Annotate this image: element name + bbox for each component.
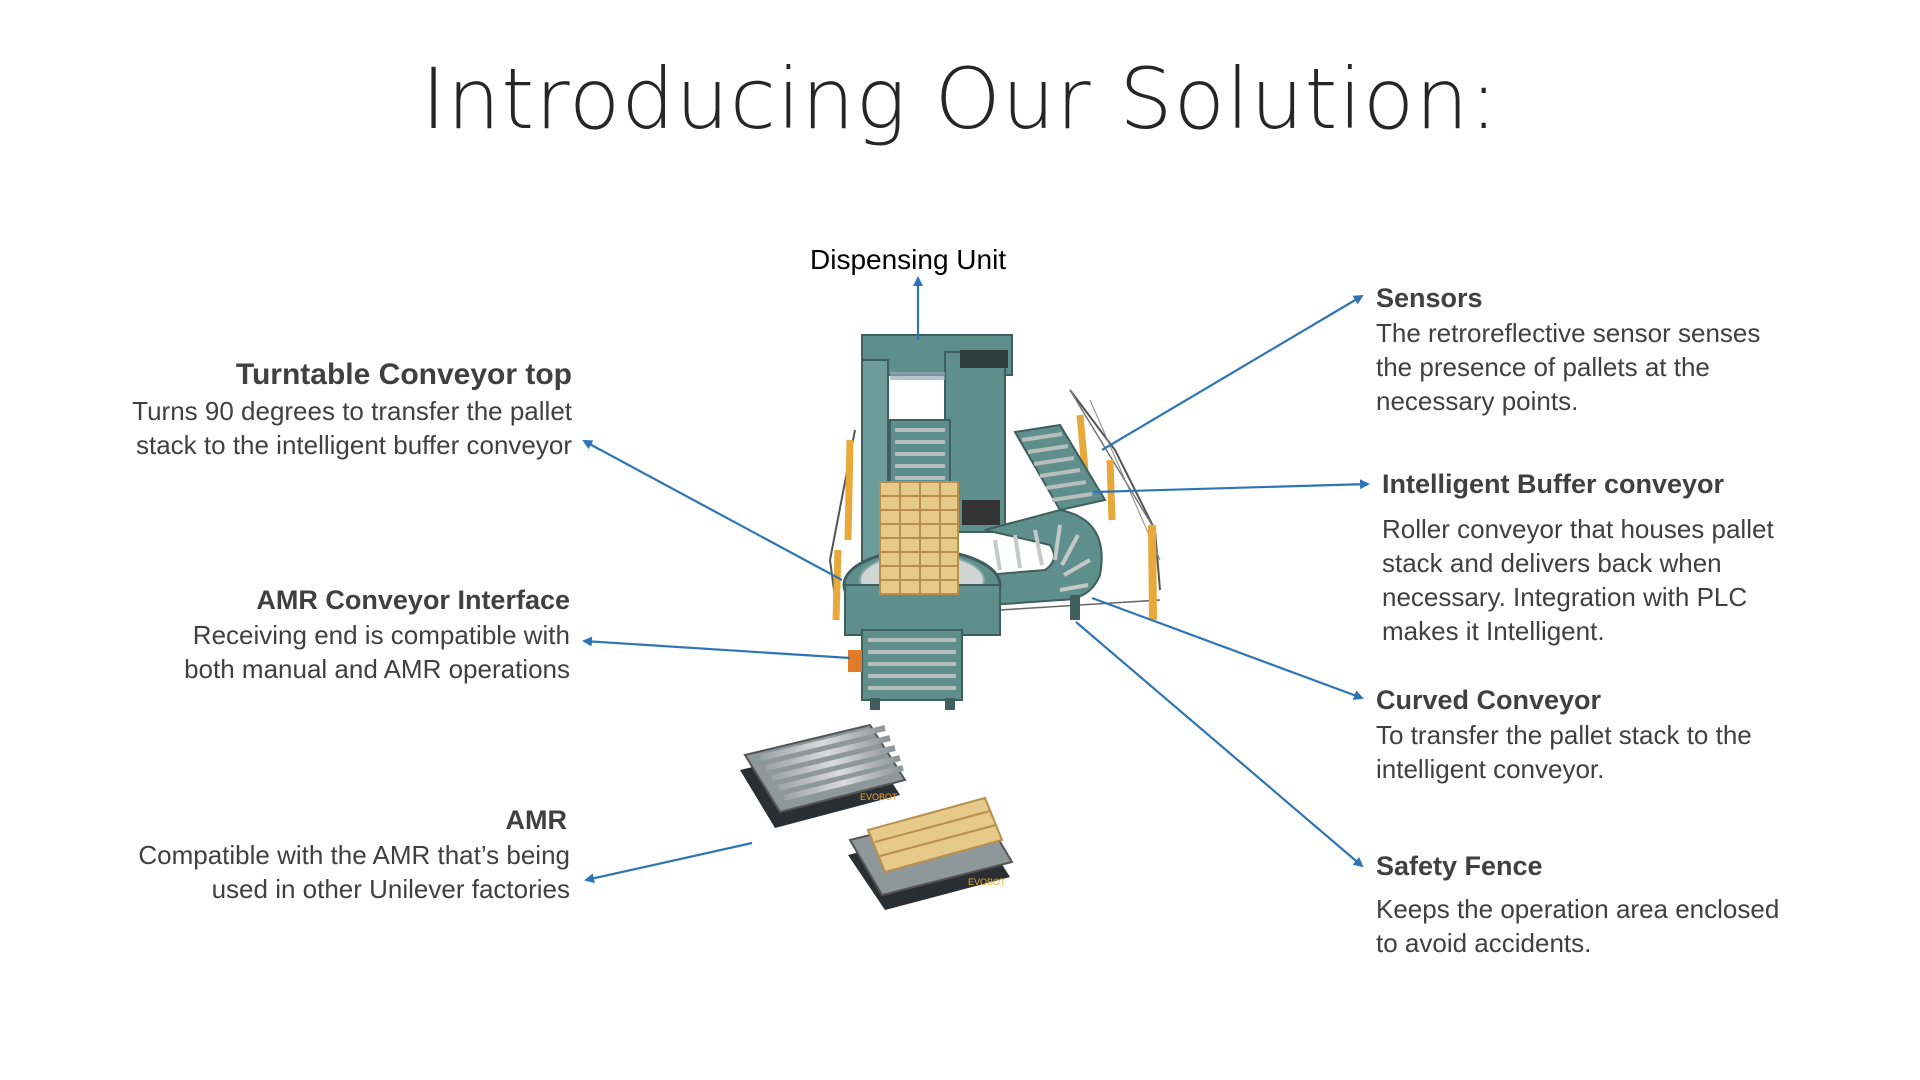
sensors-line3: necessary points. <box>1376 386 1579 416</box>
buffer-line1: Roller conveyor that houses pallet <box>1382 514 1774 544</box>
amr-title: AMR <box>505 805 568 835</box>
amr-callout: AMR Compatible with the AMR that’s being… <box>60 802 570 906</box>
buffer-title: Intelligent Buffer conveyor <box>1382 469 1725 499</box>
sensors-callout: Sensors The retroreflective sensor sense… <box>1376 280 1856 418</box>
turntable-line2: stack to the intelligent buffer conveyor <box>136 430 572 460</box>
amr-line2: used in other Unilever factories <box>211 874 570 904</box>
curved-callout: Curved Conveyor To transfer the pallet s… <box>1376 682 1856 786</box>
fence-title: Safety Fence <box>1376 851 1543 881</box>
amr-interface-title: AMR Conveyor Interface <box>256 585 570 615</box>
callout-arrows <box>582 276 1370 884</box>
amr-vehicle-loaded: EVOBOT <box>848 796 1014 910</box>
turntable-callout: Turntable Conveyor top Turns 90 degrees … <box>60 356 572 462</box>
arrow-amr-interface <box>582 636 851 660</box>
arrow-curved <box>1091 596 1364 700</box>
arrow-buffer <box>1093 479 1370 494</box>
turntable-conveyor <box>842 481 1002 636</box>
amr-brand-2: EVOBOT <box>968 877 1006 887</box>
curved-line1: To transfer the pallet stack to the <box>1376 720 1752 750</box>
curved-line2: intelligent conveyor. <box>1376 754 1605 784</box>
safety-fence <box>828 389 1161 621</box>
arrow-turntable <box>582 440 843 581</box>
amr-brand-1: EVOBOT <box>860 792 898 802</box>
buffer-line2: stack and delivers back when <box>1382 548 1722 578</box>
arrow-amr <box>584 841 753 884</box>
amr-vehicle-empty: EVOBOT <box>740 723 907 828</box>
fence-line2: to avoid accidents. <box>1376 928 1592 958</box>
amr-interface-line2: both manual and AMR operations <box>184 654 570 684</box>
arrow-fence <box>1075 621 1364 868</box>
arrow-sensors <box>1101 294 1364 451</box>
slide-title: Introducing Our Solution: <box>421 50 1499 148</box>
amr-conveyor-interface <box>848 629 963 710</box>
sensors-title: Sensors <box>1376 283 1483 313</box>
amr-interface-callout: AMR Conveyor Interface Receiving end is … <box>60 582 570 686</box>
fence-callout: Safety Fence Keeps the operation area en… <box>1376 848 1856 960</box>
buffer-line4: makes it Intelligent. <box>1382 616 1605 646</box>
dispensing-unit-label: Dispensing Unit <box>810 244 1007 275</box>
amr-line1: Compatible with the AMR that’s being <box>138 840 570 870</box>
sensors-line2: the presence of pallets at the <box>1376 352 1710 382</box>
amr-interface-line1: Receiving end is compatible with <box>192 620 570 650</box>
buffer-conveyor <box>1013 423 1107 512</box>
fence-line1: Keeps the operation area enclosed <box>1376 894 1780 924</box>
pallet-stack <box>879 481 959 595</box>
curved-title: Curved Conveyor <box>1376 685 1602 715</box>
buffer-callout: Intelligent Buffer conveyor Roller conve… <box>1382 466 1862 648</box>
turntable-title: Turntable Conveyor top <box>235 358 572 391</box>
buffer-line3: necessary. Integration with PLC <box>1382 582 1748 612</box>
sensors-line1: The retroreflective sensor senses <box>1376 318 1761 348</box>
turntable-line1: Turns 90 degrees to transfer the pallet <box>132 396 572 426</box>
